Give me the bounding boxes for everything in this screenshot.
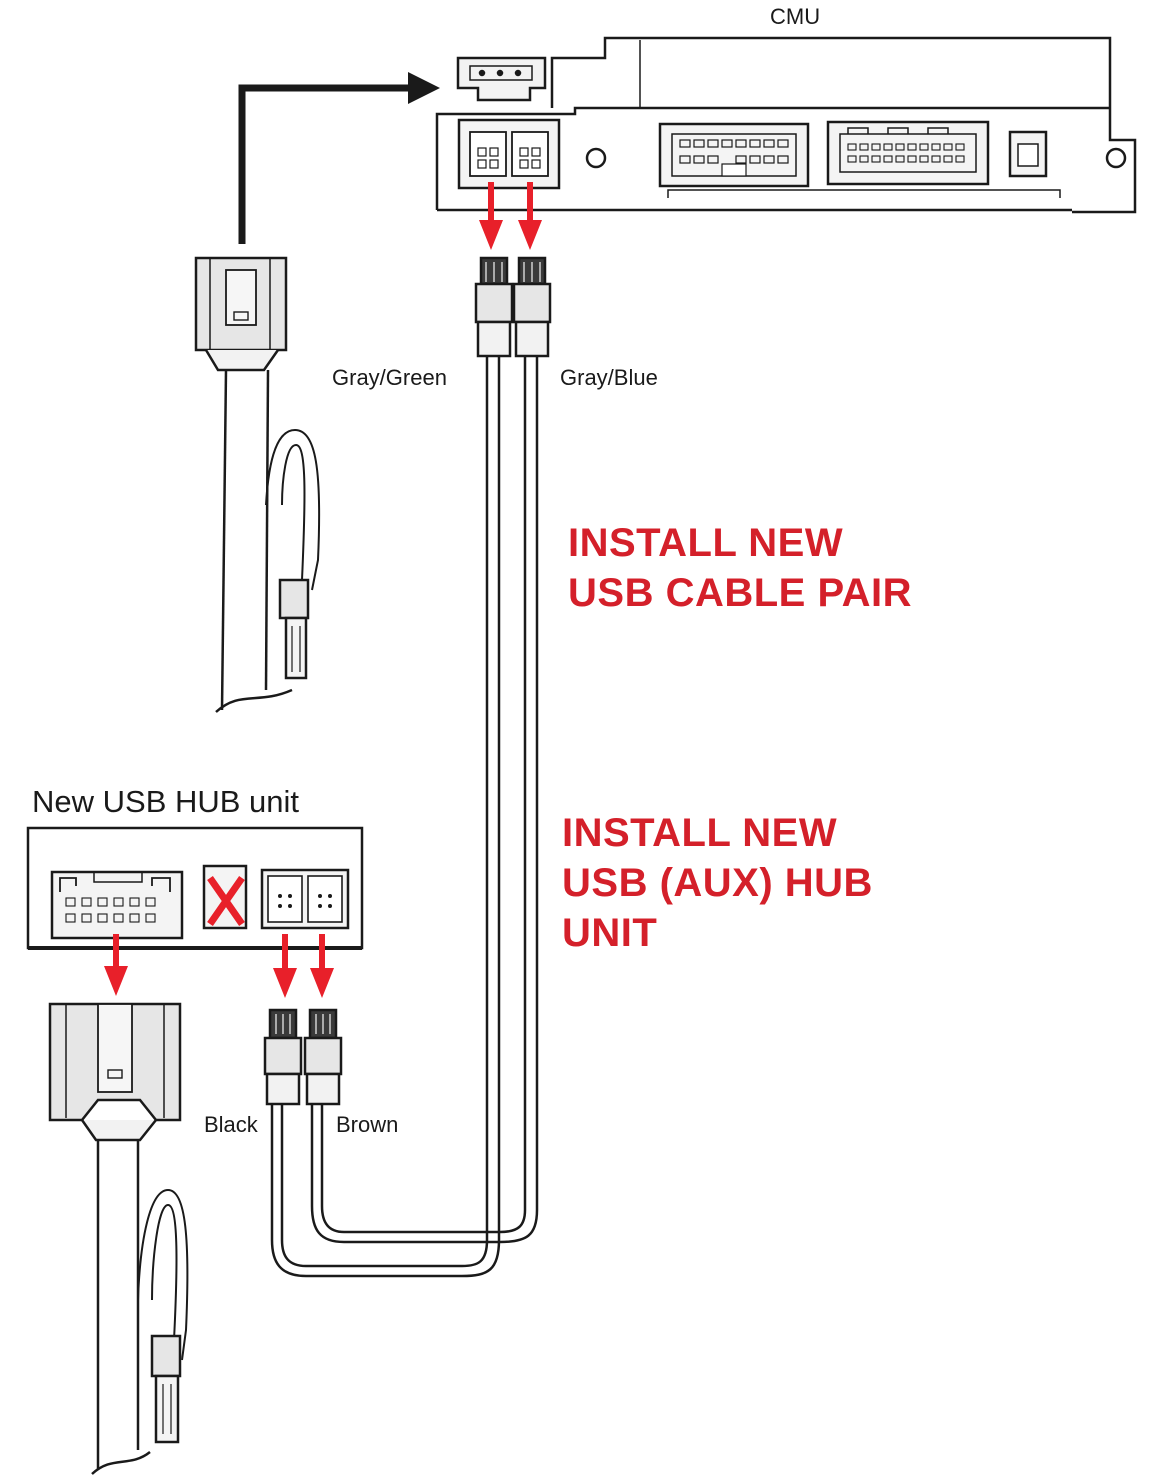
unplug-arrows <box>104 182 542 998</box>
instruction-line: UNIT <box>562 911 658 955</box>
usb-cable-pair <box>270 256 552 1278</box>
wire-label-gray-blue: Gray/Blue <box>560 365 658 390</box>
cmu-top-connector <box>456 56 547 102</box>
cmu-connector-large-2 <box>826 120 990 186</box>
hub-harness-connector <box>48 1002 182 1142</box>
cmu-unit <box>435 36 1137 214</box>
instruction-line: INSTALL NEW <box>568 521 844 565</box>
wire-label-gray-green: Gray/Green <box>332 365 447 390</box>
old-harness-pigtail-connector <box>278 578 310 680</box>
hub-harness <box>48 1002 189 1475</box>
hub-usb-port-pair <box>260 868 350 930</box>
move-arrow-head <box>408 72 440 104</box>
gray-green-wire <box>270 356 501 1278</box>
gray-blue-plug <box>512 256 552 358</box>
cmu-antenna-port <box>1008 130 1048 178</box>
gray-blue-wire <box>310 356 539 1244</box>
gray-green-plug <box>474 256 514 358</box>
brown-plug <box>303 1008 343 1106</box>
cmu-usb-port-pair <box>457 118 561 190</box>
move-arrow-icon <box>238 84 412 244</box>
unplug-arrow-icon <box>104 934 128 996</box>
wire-label-black: Black <box>204 1112 258 1137</box>
cmu-mount-hole <box>1105 147 1127 169</box>
black-plug <box>263 1008 303 1106</box>
usb-hub-unit <box>26 826 364 950</box>
unplug-arrow-icon <box>518 182 542 250</box>
wire-label-brown: Brown <box>336 1112 399 1137</box>
cmu-connector-large-1 <box>658 122 810 188</box>
instruction-line: USB (AUX) HUB <box>562 861 873 905</box>
unplug-arrow-icon <box>479 182 503 250</box>
hub-main-connector <box>50 870 184 940</box>
instruction-line: INSTALL NEW <box>562 811 838 855</box>
disabled-port-x-icon <box>207 876 245 926</box>
old-harness-connector <box>194 256 288 372</box>
old-harness <box>194 72 440 713</box>
unplug-arrow-icon <box>273 934 297 998</box>
instruction-cable-pair: INSTALL NEW USB CABLE PAIR <box>568 518 912 618</box>
hub-harness-pigtail-connector <box>150 1334 182 1444</box>
instruction-hub-unit: INSTALL NEW USB (AUX) HUB UNIT <box>562 808 873 958</box>
hub-title: New USB HUB unit <box>32 784 300 819</box>
cmu-label: CMU <box>770 4 821 29</box>
cmu-mount-hole <box>585 147 607 169</box>
instruction-line: USB CABLE PAIR <box>568 571 913 615</box>
unplug-arrow-icon <box>310 934 334 998</box>
hub-disabled-port <box>202 864 248 930</box>
hub-cable-plugs <box>263 1008 343 1106</box>
